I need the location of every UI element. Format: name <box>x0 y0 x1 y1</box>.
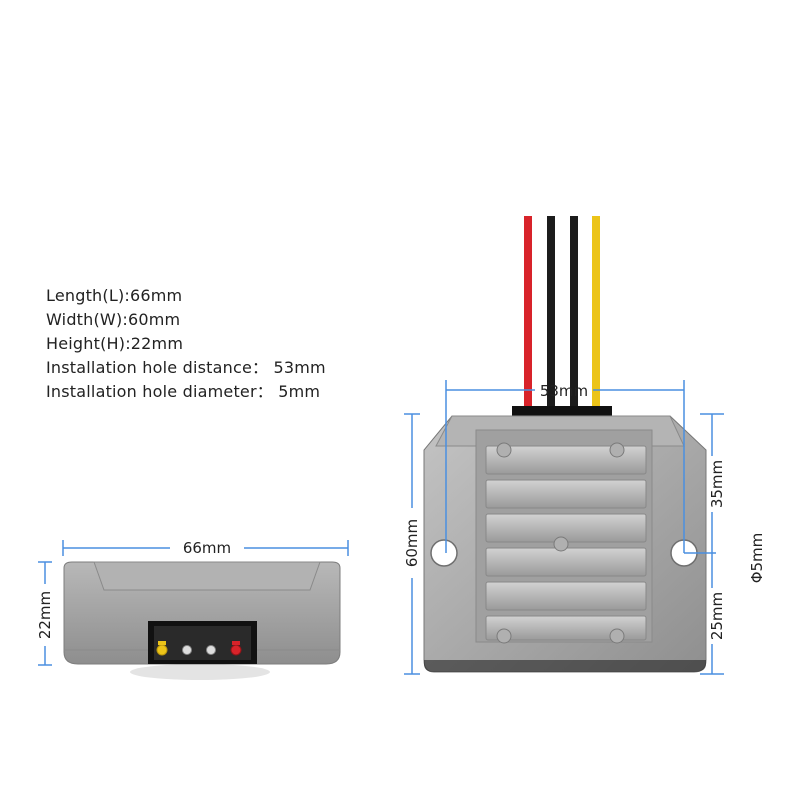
side-length-label: 66mm <box>183 539 231 557</box>
wire-black-2 <box>570 216 578 414</box>
front-base-shadow <box>424 660 706 672</box>
hole-distance-label: 53mm <box>540 382 588 400</box>
fin-2 <box>485 479 647 509</box>
spec-width: Width(W):60mm <box>46 310 181 329</box>
side-height-label: 22mm <box>36 591 54 639</box>
screw-top-left <box>496 442 512 458</box>
front-dimensions <box>404 380 724 675</box>
fin-3 <box>485 513 647 543</box>
screw-top-right <box>609 442 625 458</box>
fin-5 <box>485 581 647 611</box>
wire-grommet <box>512 406 612 418</box>
screw-bottom-right <box>609 628 625 644</box>
wire-red <box>524 216 532 414</box>
pin-yellow-top <box>158 641 166 645</box>
top-offset-label: 35mm <box>708 460 726 508</box>
pin-red <box>230 644 242 656</box>
pin-red-top <box>232 641 240 645</box>
wires <box>512 216 612 418</box>
wire-black-1 <box>547 216 555 414</box>
pin-black-2 <box>206 645 216 655</box>
front-view <box>423 415 707 673</box>
wire-yellow <box>592 216 600 414</box>
side-dimensions <box>38 540 349 666</box>
bottom-offset-label: 25mm <box>708 592 726 640</box>
hole-diameter-label: Φ5mm <box>748 533 766 584</box>
fin-1 <box>485 445 647 475</box>
mount-hole-left <box>430 539 458 567</box>
side-top-bevel <box>93 561 321 591</box>
spec-height: Height(H):22mm <box>46 334 184 353</box>
specs-list: Length(L):66mm Width(W):60mm Height(H):2… <box>46 284 326 404</box>
pin-black-1 <box>182 645 192 655</box>
spec-hole-distance: Installation hole distance： 53mm <box>46 358 326 377</box>
side-shadow <box>130 664 270 680</box>
side-view <box>63 561 341 680</box>
screw-bottom-left <box>496 628 512 644</box>
spec-length: Length(L):66mm <box>46 286 183 305</box>
fin-4 <box>485 547 647 577</box>
fin-6 <box>485 615 647 641</box>
pin-yellow <box>156 644 168 656</box>
screw-center <box>553 536 569 552</box>
spec-hole-diameter: Installation hole diameter： 5mm <box>46 382 321 401</box>
front-height-label: 60mm <box>403 519 421 567</box>
